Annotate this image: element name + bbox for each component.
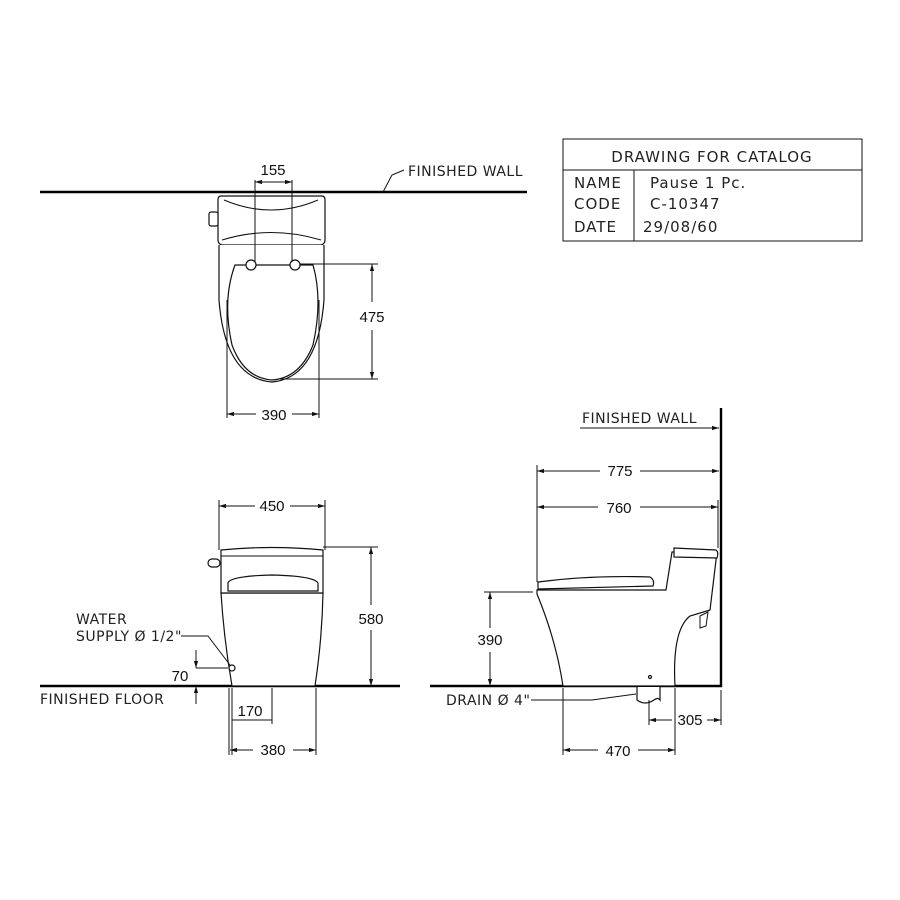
finished-floor-label: FINISHED FLOOR (40, 692, 164, 708)
water-supply-label-line2: SUPPLY Ø 1/2" (76, 629, 182, 645)
dim-475: 475 (359, 309, 384, 326)
front-view: FINISHED FLOOR 450 580 WATER SUPPLY Ø 1/… (40, 498, 400, 759)
dim-760: 760 (606, 500, 631, 517)
title-block: DRAWING FOR CATALOG NAME Pause 1 Pc. COD… (562, 138, 863, 242)
dim-390-seat-height: 390 (477, 632, 502, 649)
name-value: Pause 1 Pc. (650, 174, 746, 192)
drain-label: DRAIN Ø 4" (446, 693, 530, 709)
water-supply-label-line1: WATER (76, 612, 127, 628)
title-block-heading: DRAWING FOR CATALOG (611, 148, 812, 166)
side-seat (537, 575, 655, 590)
wall-leader (382, 169, 405, 193)
dim-580: 580 (358, 611, 383, 628)
dim-380: 380 (260, 742, 285, 759)
side-wall-label: FINISHED WALL (582, 411, 697, 427)
dim-155: 155 (260, 162, 285, 179)
date-value: 29/08/60 (643, 218, 718, 236)
side-body (536, 551, 718, 687)
dim-390-width: 390 (261, 407, 286, 424)
water-supply-icon (228, 664, 236, 672)
front-flush-lever-icon (207, 558, 221, 568)
side-view: FINISHED WALL 775 760 390 DRAIN Ø 4" (430, 408, 723, 760)
front-seat (227, 574, 319, 592)
code-value: C-10347 (650, 195, 721, 213)
flush-lever-icon (208, 211, 219, 227)
name-label: NAME (574, 174, 622, 192)
dim-450: 450 (259, 498, 284, 515)
top-wall-label: FINISHED WALL (408, 164, 523, 180)
dim-305: 305 (677, 712, 702, 729)
seat-lid (227, 264, 319, 381)
dim-775: 775 (607, 463, 632, 480)
side-tank-lid (673, 547, 719, 559)
code-label: CODE (574, 195, 621, 213)
top-view: FINISHED WALL 155 475 390 (40, 162, 527, 424)
drain-pipe (636, 687, 661, 704)
dim-470: 470 (605, 743, 630, 760)
front-body (220, 592, 324, 687)
date-label: DATE (574, 218, 617, 236)
dim-170: 170 (237, 703, 262, 720)
dim-70: 70 (172, 668, 189, 685)
